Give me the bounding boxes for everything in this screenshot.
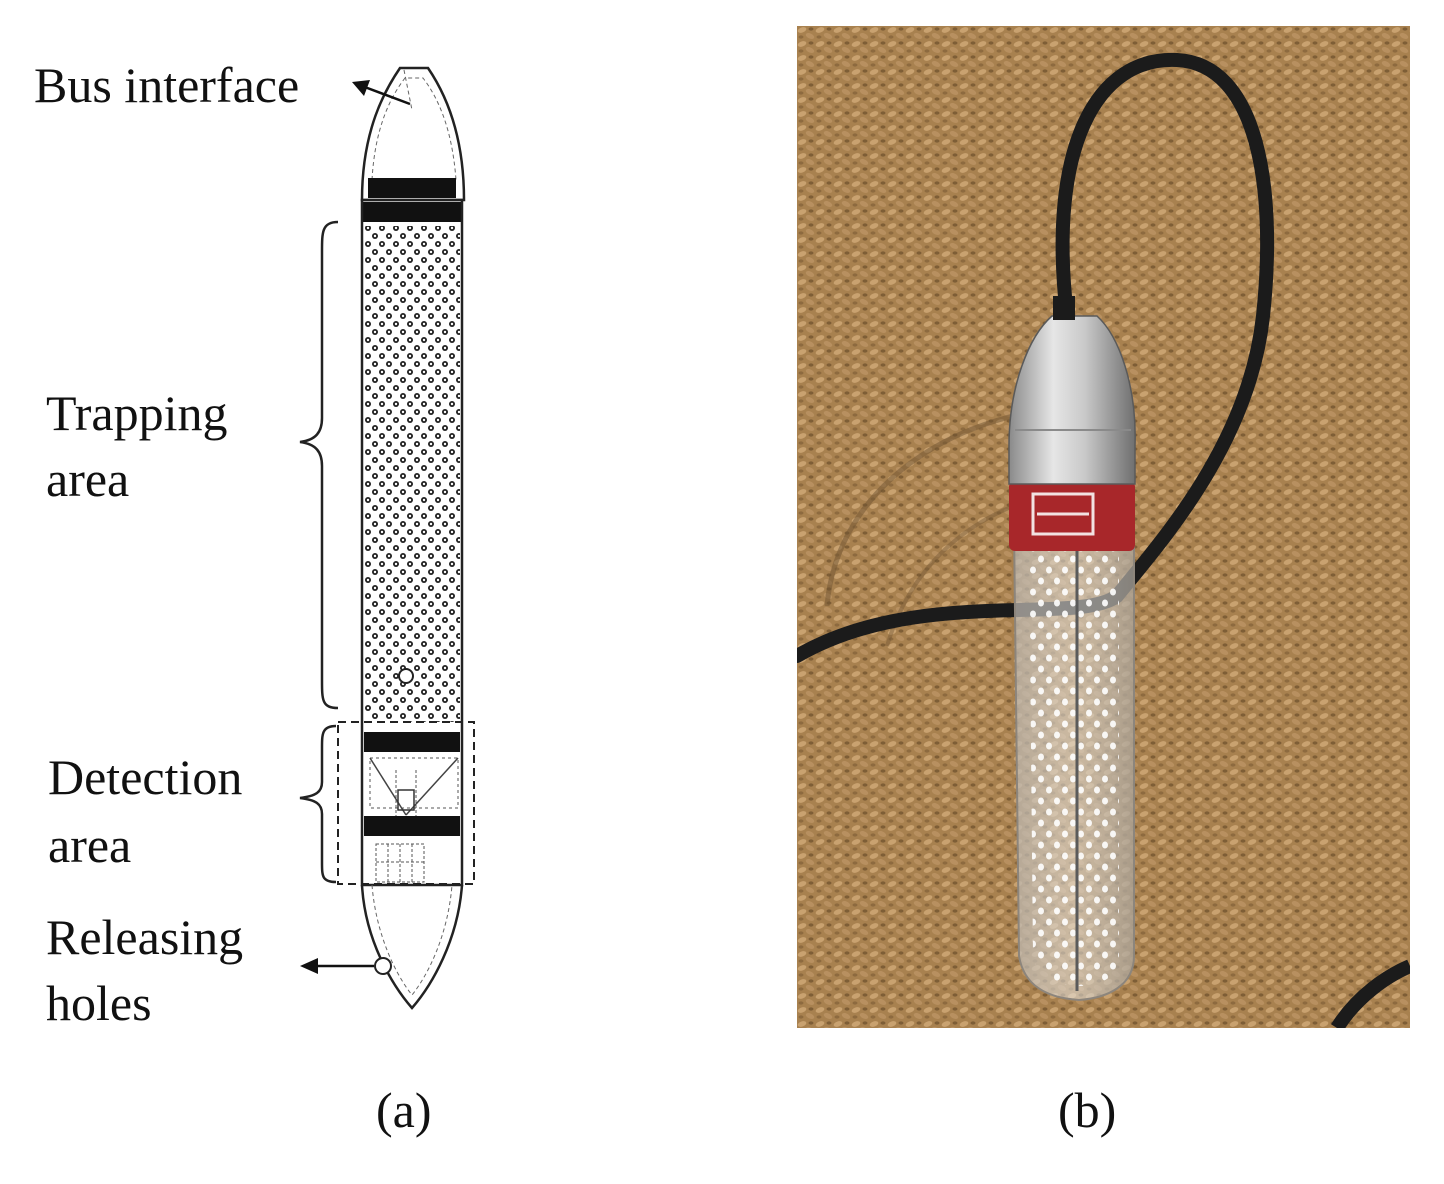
releasing-holes-arrow: [300, 958, 318, 974]
detection-area-label-line1: Detection: [48, 749, 243, 805]
releasing-hole: [374, 957, 392, 975]
probe-photo: [797, 26, 1410, 1028]
trapping-brace: [299, 220, 339, 710]
caption-b: (b): [1058, 1082, 1117, 1138]
trapping-holes: [364, 226, 460, 722]
detection-area-box: [337, 721, 475, 885]
detection-area-label-line2: area: [48, 817, 132, 873]
top-band-2: [362, 202, 462, 222]
trapping-hole-large: [398, 668, 414, 684]
bus-interface-label: Bus interface: [34, 57, 300, 113]
tube-body: [360, 198, 464, 887]
trapping-area-label-line1: Trapping: [46, 385, 228, 441]
probe-schematic: [299, 66, 475, 1010]
releasing-holes-label-line1: Releasing: [46, 909, 244, 965]
top-cone: [360, 66, 466, 202]
detection-band-2: [364, 816, 460, 836]
bus-interface-arrow: [352, 80, 370, 96]
bottom-cone: [360, 884, 464, 1010]
detection-brace: [299, 724, 337, 884]
red-label-ring: [1009, 481, 1135, 551]
releasing-holes-label-line2: holes: [46, 975, 152, 1031]
detection-band-1: [364, 732, 460, 752]
trapping-area-label-line2: area: [46, 451, 130, 507]
top-band-1: [368, 178, 456, 198]
caption-a: (a): [376, 1082, 432, 1138]
